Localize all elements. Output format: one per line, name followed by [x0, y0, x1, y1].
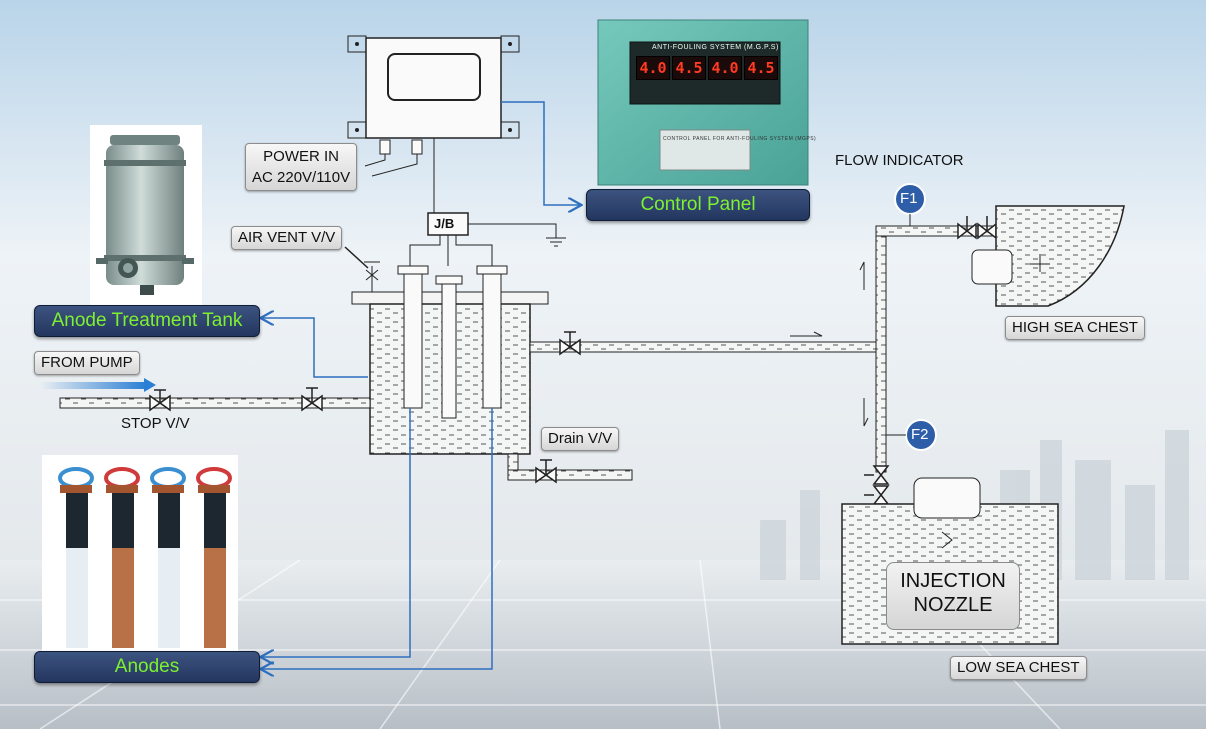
valves: [149, 216, 997, 505]
treatment-tank-diagram: [344, 246, 549, 455]
injection-nozzle-line2: NOZZLE: [913, 594, 993, 616]
anode-2: [104, 467, 140, 648]
power-in-line1: POWER IN: [263, 148, 339, 165]
display-1: 4.0: [636, 56, 670, 80]
connector-lines: [262, 101, 580, 669]
anode-treatment-tank-photo: [90, 125, 202, 305]
control-box: [347, 35, 520, 214]
anode-1: [58, 467, 94, 648]
f1-label: F1: [900, 190, 918, 207]
flow-indicator-f2: [886, 419, 937, 451]
stop-valve-label: STOP V/V: [121, 415, 190, 432]
junction-box-label: J/B: [434, 216, 455, 231]
flow-indicator-f1: [894, 183, 926, 226]
piping: [59, 225, 997, 481]
flow-arrows: [790, 261, 869, 427]
control-panel-label: Control Panel: [586, 189, 810, 221]
anode-3: [150, 467, 186, 648]
anodes-photo: [42, 455, 238, 655]
power-in-line2: AC 220V/110V: [252, 169, 351, 186]
low-sea-chest-label: LOW SEA CHEST: [950, 656, 1087, 680]
injection-nozzle-label: INJECTION NOZZLE: [886, 562, 1020, 630]
f2-label: F2: [911, 426, 929, 443]
panel-title: ANTI-FOULING SYSTEM (M.G.P.S): [652, 44, 779, 51]
display-3: 4.0: [708, 56, 742, 80]
injection-nozzle-line1: INJECTION: [900, 570, 1006, 592]
anode-4: [196, 467, 232, 648]
power-in-label: POWER IN AC 220V/110V: [245, 143, 358, 191]
anodes-label: Anodes: [34, 651, 260, 683]
air-vent-label: AIR VENT V/V: [231, 226, 343, 250]
junction-box: [409, 212, 566, 266]
drain-valve-label: Drain V/V: [541, 427, 620, 451]
flow-indicator-label: FLOW INDICATOR: [835, 152, 964, 169]
from-pump-label: FROM PUMP: [34, 351, 140, 375]
high-sea-chest: [971, 205, 1125, 307]
anode-treatment-tank-label: Anode Treatment Tank: [34, 305, 260, 337]
display-4: 4.5: [744, 56, 778, 80]
from-pump-arrow: [40, 378, 156, 392]
panel-nameplate: CONTROL PANEL FOR ANTI-FOULING SYSTEM (M…: [663, 136, 817, 142]
high-sea-chest-label: HIGH SEA CHEST: [1005, 316, 1145, 340]
display-2: 4.5: [672, 56, 706, 80]
